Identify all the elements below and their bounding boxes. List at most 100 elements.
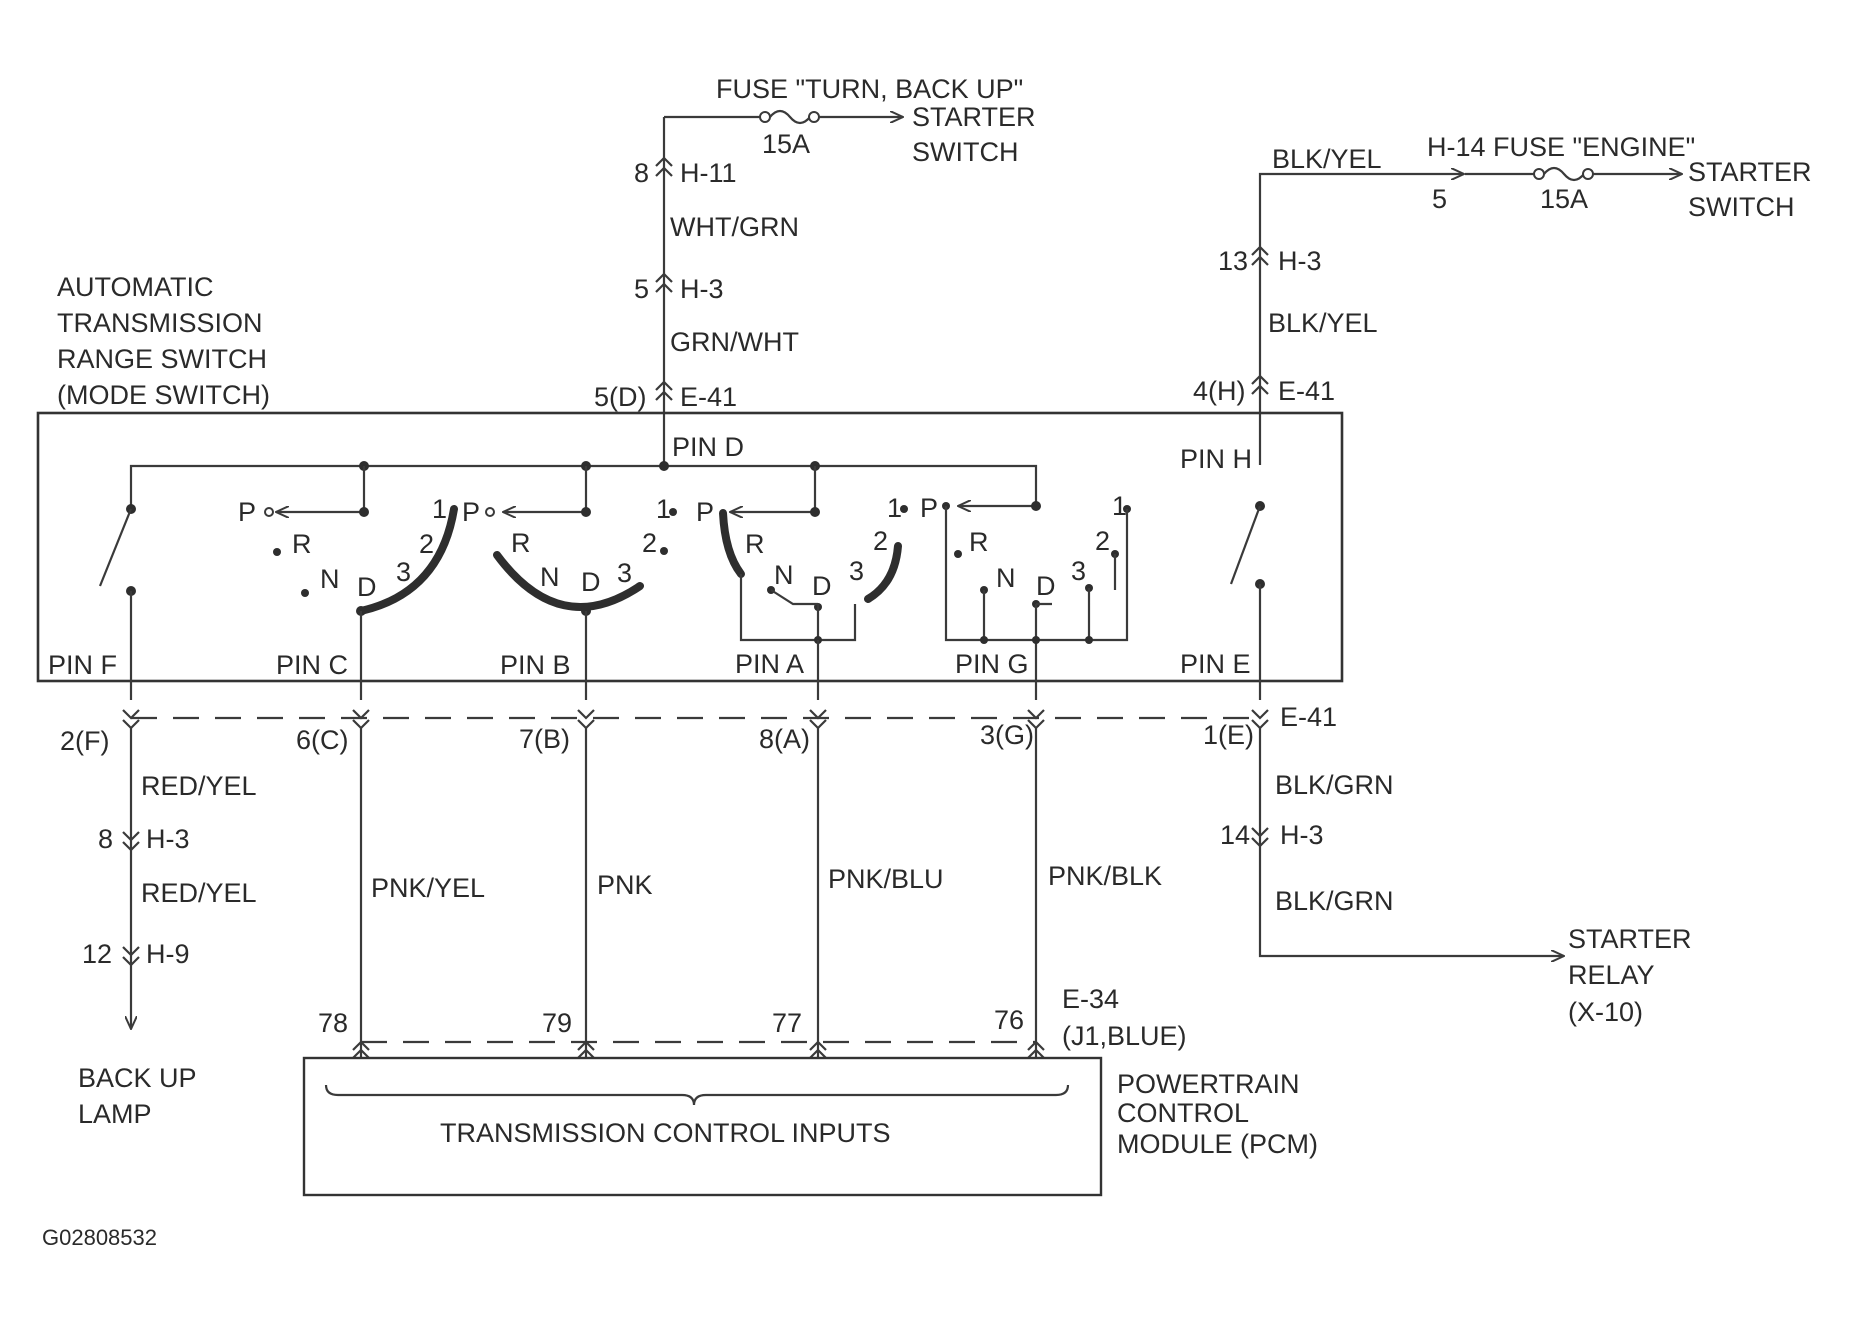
conn-h3-starter: H-3 (1280, 820, 1324, 850)
pin-g-label: PIN G (955, 649, 1029, 679)
pin-e-label: PIN E (1180, 649, 1251, 679)
pcm-name-3: MODULE (PCM) (1117, 1129, 1318, 1159)
backup-lamp-dest-1: BACK UP (78, 1063, 197, 1093)
pin-f-label: PIN F (48, 650, 117, 680)
wire-red-yel-2: RED/YEL (141, 878, 257, 908)
backup-lamp-circuit: RED/YEL 8 H-3 RED/YEL 12 H-9 BACK UP LAM… (78, 728, 257, 1129)
pin-h-label: PIN H (1180, 444, 1252, 474)
wire-red-yel-1: RED/YEL (141, 771, 257, 801)
wire-wht-grn: WHT/GRN (670, 212, 799, 242)
pcm-pin-76: 76 (994, 1005, 1024, 1035)
pos-p-b: P (462, 497, 480, 527)
pos-d-a: D (812, 571, 832, 601)
pos-3-g: 3 (1071, 556, 1086, 586)
conn-h3-backup: H-3 (146, 824, 190, 854)
wire-blk-yel-mid: BLK/YEL (1268, 308, 1378, 338)
pcm-pin-77: 77 (772, 1008, 802, 1038)
fuse-engine-symbol (1543, 166, 1585, 182)
conn-pin-7b: 7(B) (519, 724, 570, 754)
conn-h3-pin-starter: 14 (1220, 820, 1250, 850)
pos-p-a: P (696, 497, 714, 527)
figure-id: G02808532 (42, 1225, 157, 1250)
connector-e41-lower: 2(F) 6(C) 7(B) 8(A) 3(G) 1(E) E-41 (60, 702, 1337, 756)
wire-blk-grn-1: BLK/GRN (1275, 770, 1394, 800)
conn-h11-pin: 8 (634, 158, 649, 188)
conn-h3-pin-h: 13 (1218, 246, 1248, 276)
pin-b-label: PIN B (500, 650, 571, 680)
fuse-engine-dest-1: STARTER (1688, 157, 1812, 187)
wire-blk-grn-2: BLK/GRN (1275, 886, 1394, 916)
conn-h11: H-11 (680, 158, 737, 188)
switch-internals: PIN D P R N D 3 2 1 P R N D 3 2 1 (48, 432, 1265, 700)
pos-3-a: 3 (849, 556, 864, 586)
pos-1-c: 1 (432, 494, 447, 524)
pos-1-a: 1 (887, 493, 902, 523)
pcm-connector-detail: (J1,BLUE) (1062, 1021, 1187, 1051)
wire-blk-yel-top: BLK/YEL (1272, 144, 1382, 174)
fuse-turn-symbol (769, 109, 811, 125)
input-brace (324, 1084, 1070, 1106)
starter-switch-blade (1229, 505, 1262, 585)
pcm-pin-79: 79 (542, 1008, 572, 1038)
pos-n-c: N (320, 564, 340, 594)
contact-arc-a-left (719, 509, 745, 578)
pos-3-c: 3 (396, 557, 411, 587)
range-switch-housing (36, 411, 1344, 683)
pcm-pin-78: 78 (318, 1008, 348, 1038)
conn-h9: H-9 (146, 939, 190, 969)
pcm-box-label: TRANSMISSION CONTROL INPUTS (440, 1118, 891, 1148)
starter-relay-dest-1: STARTER (1568, 924, 1692, 954)
conn-e41-lower: E-41 (1280, 702, 1337, 732)
fuse-engine-pin: 5 (1432, 184, 1447, 214)
fuse-engine-rating: 15A (1540, 184, 1588, 214)
pin-d-label: PIN D (672, 432, 744, 462)
connector-e34: 78 79 77 76 E-34 (J1,BLUE) (318, 984, 1187, 1059)
wire-grn-wht: GRN/WHT (670, 327, 799, 357)
pos-1-g: 1 (1112, 491, 1127, 521)
pos-p-g: P (920, 493, 938, 523)
pin-a-label: PIN A (735, 649, 804, 679)
backup-lamp-dest-2: LAMP (78, 1099, 152, 1129)
pos-1-b: 1 (656, 494, 671, 524)
conn-pin-2f: 2(F) (60, 726, 110, 756)
connector-h11-symbol (655, 156, 673, 177)
wire-pnk-blk: PNK/BLK (1048, 861, 1162, 891)
title-line-3: RANGE SWITCH (57, 344, 267, 374)
conn-pin-3g: 3(G) (980, 720, 1034, 750)
contact-arc-a-right (864, 542, 902, 603)
fuse-turn-rating: 15A (762, 129, 810, 159)
connector-h3-symbol (655, 272, 673, 293)
turn-backup-fuse-circuit: FUSE "TURN, BACK UP" 15A STARTER SWITCH … (594, 74, 1036, 465)
title-line-4: (MODE SWITCH) (57, 380, 270, 410)
fuse-turn-dest-2: SWITCH (912, 137, 1018, 167)
pcm-box (302, 1056, 1103, 1197)
pos-p-c: P (238, 497, 256, 527)
fuse-turn-label: FUSE "TURN, BACK UP" (716, 74, 1023, 104)
conn-pin-1e: 1(E) (1203, 720, 1254, 750)
starter-relay-circuit: BLK/GRN 14 H-3 BLK/GRN STARTER RELAY (X-… (1220, 728, 1692, 1027)
backup-lamp-switch-blade (98, 508, 133, 587)
wire-pnk-yel: PNK/YEL (371, 873, 485, 903)
pos-r-g: R (969, 527, 989, 557)
contact-arc-c (357, 505, 458, 615)
contact-arc-b (493, 551, 644, 611)
pos-n-b: N (540, 562, 560, 592)
conn-h3-d: H-3 (680, 274, 724, 304)
conn-h3-pin-d: 5 (634, 274, 649, 304)
connector-e41-h-symbol (1251, 374, 1269, 395)
connector-h3-h-symbol (1251, 245, 1269, 266)
pos-d-c: D (357, 572, 377, 602)
pcm-name-2: CONTROL (1117, 1098, 1249, 1128)
fuse-turn-dest-1: STARTER (912, 102, 1036, 132)
connector-e41-symbol (655, 380, 673, 401)
starter-relay-dest-3: (X-10) (1568, 997, 1643, 1027)
wire-pnk: PNK (597, 870, 653, 900)
pcm-input-wires: PNK/YEL PNK PNK/BLU PNK/BLK (359, 728, 1162, 1058)
conn-h3-pin-backup: 8 (98, 824, 113, 854)
pos-n-g: N (996, 563, 1016, 593)
fuse-engine-dest-2: SWITCH (1688, 192, 1794, 222)
conn-e41-h: E-41 (1278, 376, 1335, 406)
pos-r-b: R (511, 528, 531, 558)
pos-r-a: R (745, 529, 765, 559)
